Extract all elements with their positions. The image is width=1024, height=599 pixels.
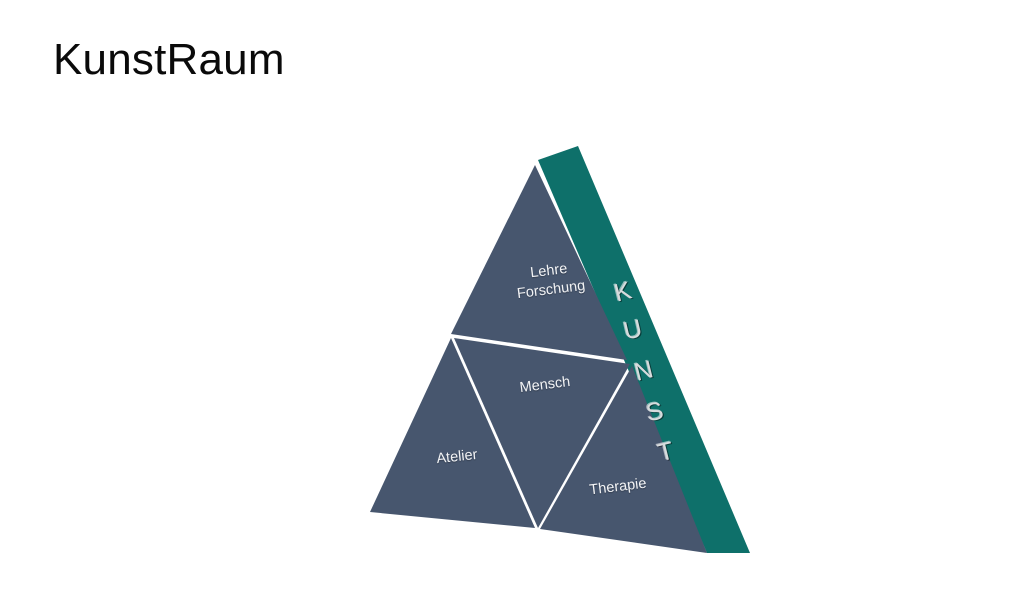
- kunstraum-pyramid-diagram: Lehre Forschung Mensch Atelier Therapie …: [330, 120, 790, 580]
- segment-atelier[interactable]: [370, 338, 535, 528]
- segment-therapie[interactable]: [540, 366, 707, 553]
- pyramid-svg: [370, 146, 750, 553]
- kunst-band-shape[interactable]: [538, 146, 750, 553]
- segment-mensch[interactable]: [454, 338, 630, 528]
- segment-lehre-forschung[interactable]: [451, 165, 627, 360]
- page-title: KunstRaum: [53, 35, 285, 84]
